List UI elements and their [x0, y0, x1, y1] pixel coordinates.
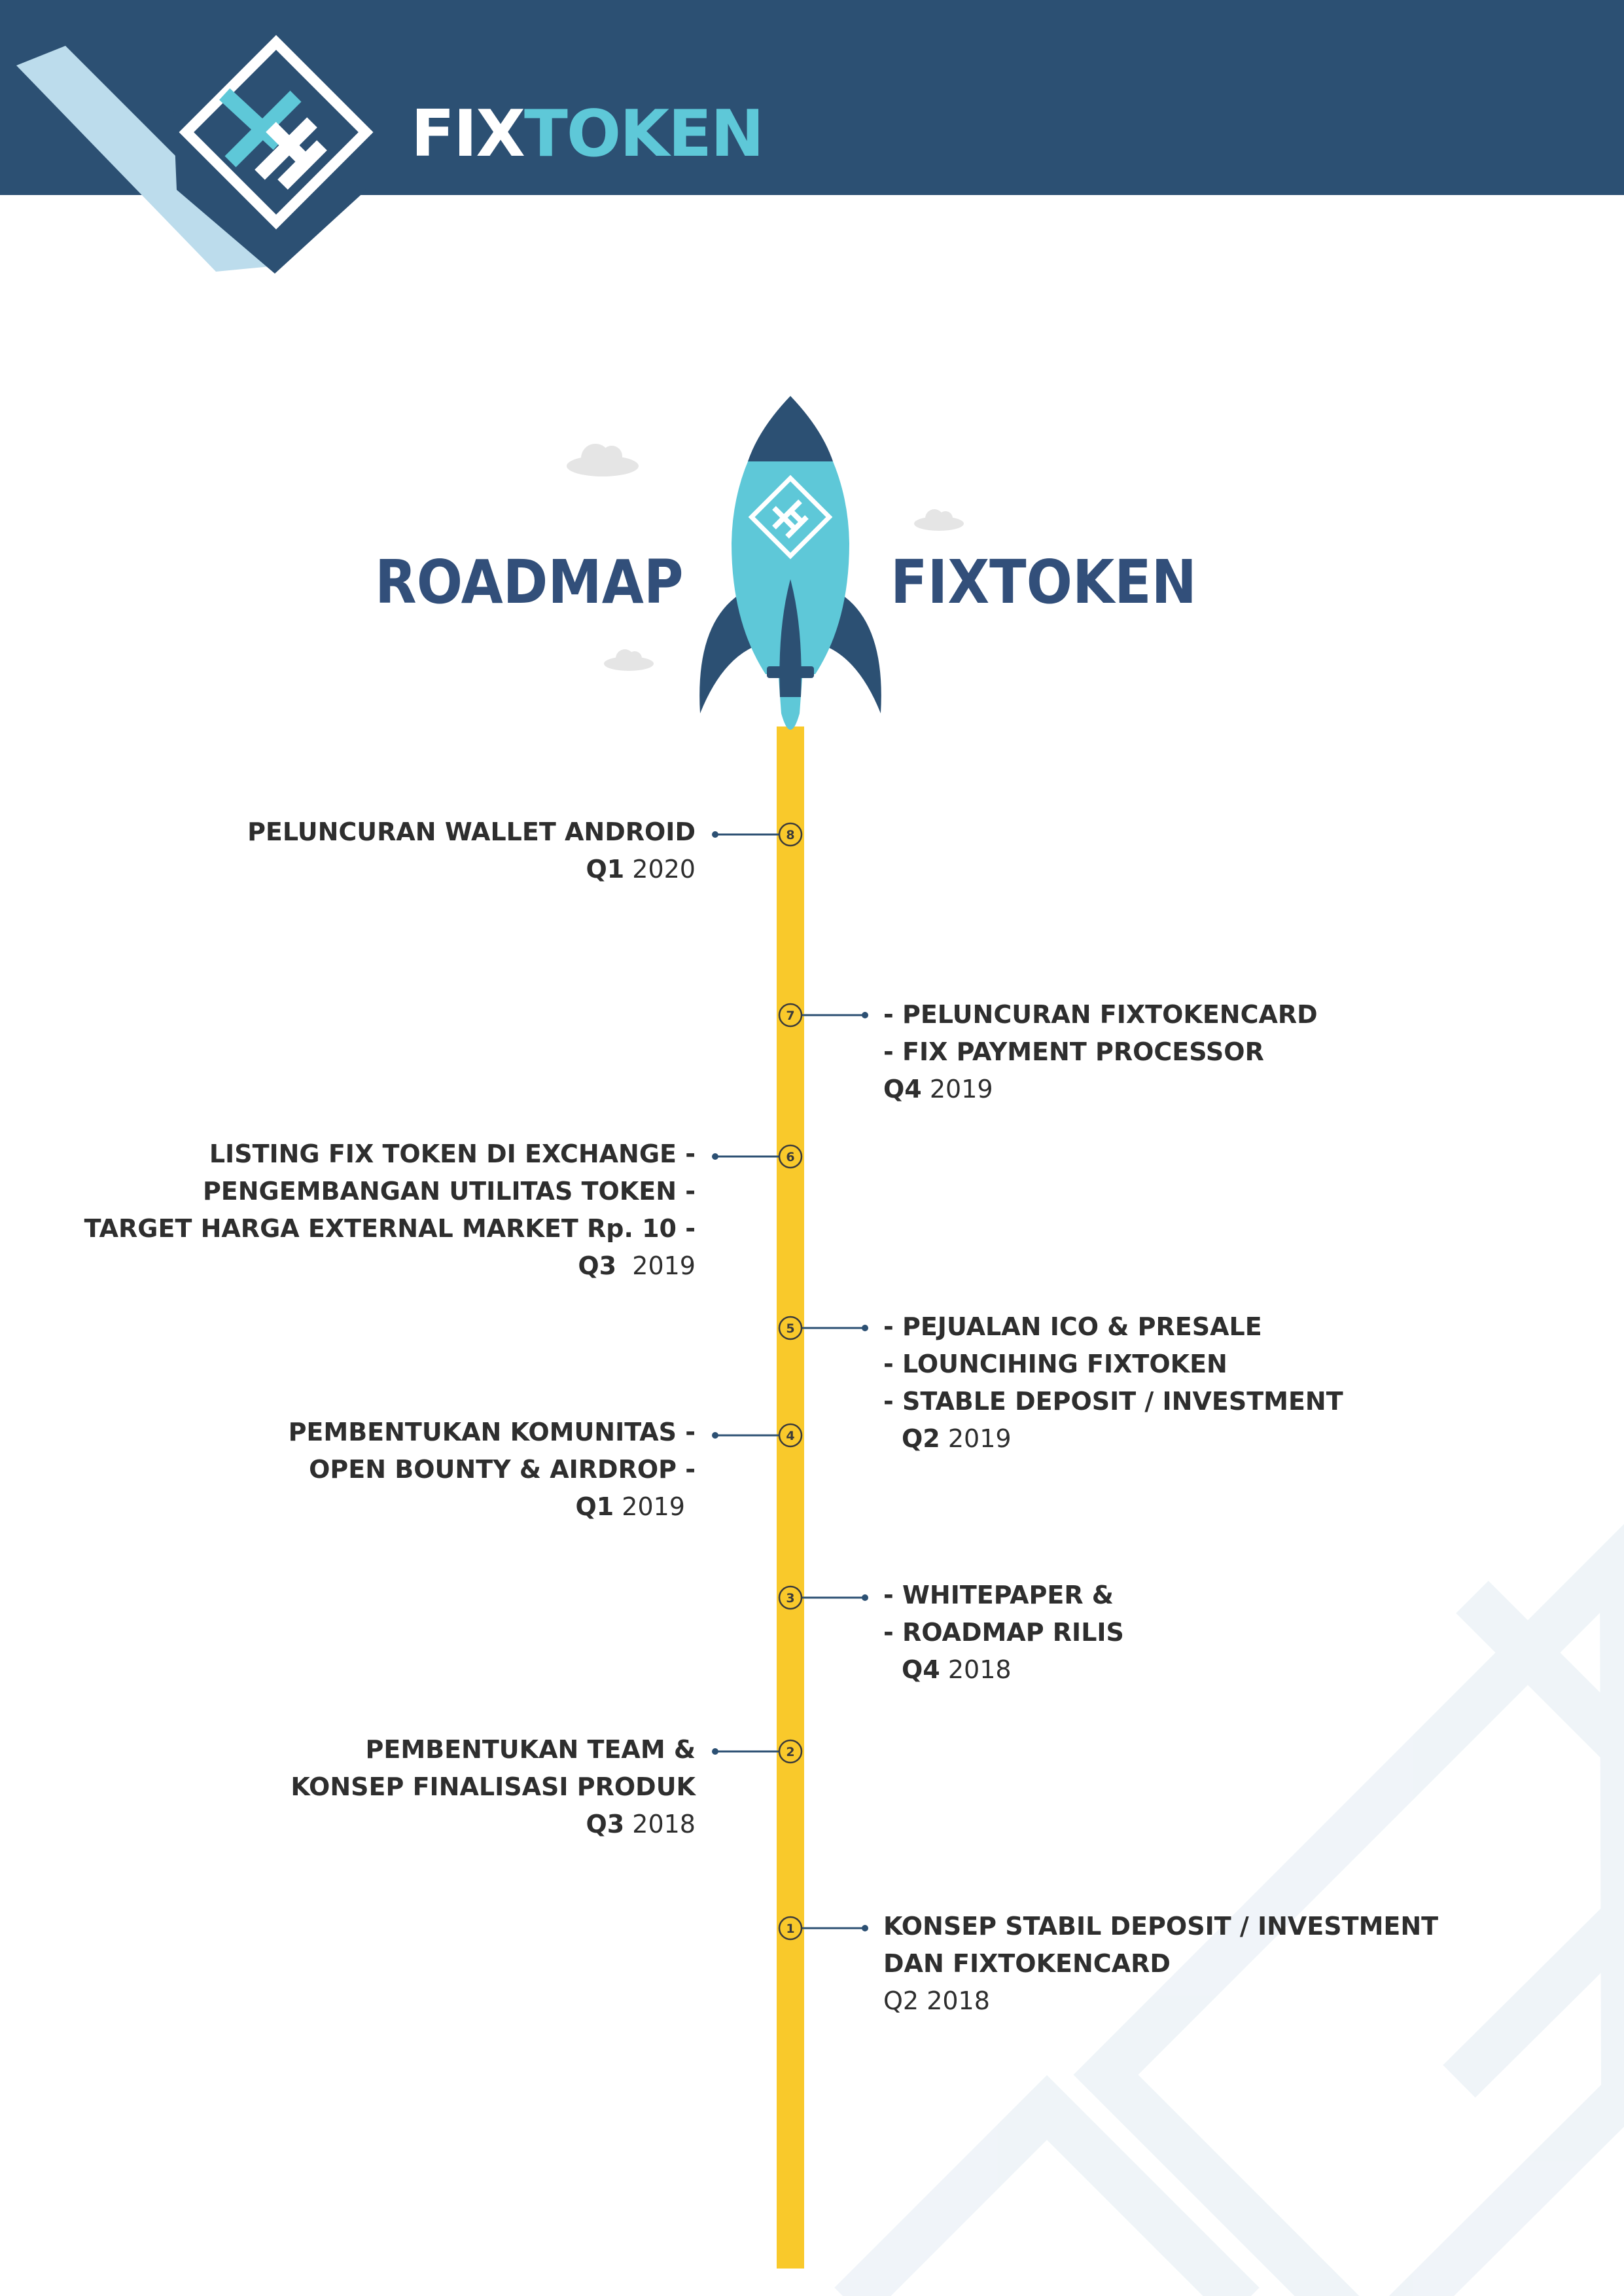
connector-dot: [862, 1325, 868, 1331]
item-quarter: Q2: [883, 1986, 919, 2015]
connector-dot: [712, 1153, 718, 1160]
step-circle: [778, 1585, 803, 1610]
item-year: 2019: [929, 1075, 993, 1103]
item-date: Q2 2019: [883, 1420, 1343, 1458]
timeline-bar: [777, 726, 804, 2269]
step-marker-4: 4: [712, 1423, 803, 1448]
step-number: 8: [786, 828, 794, 842]
roadmap-item-5: - PEJUALAN ICO & PRESALE - LOUNCIHING FI…: [883, 1308, 1343, 1458]
item-line: - PEJUALAN ICO & PRESALE: [883, 1312, 1262, 1341]
step-number: 2: [786, 1745, 794, 1759]
item-date: Q3 2019: [84, 1247, 696, 1285]
rocket-icon: [699, 396, 881, 730]
step-marker-1: 1: [778, 1916, 868, 1941]
item-year: 2019: [632, 1251, 696, 1280]
item-year: 2018: [927, 1986, 990, 2015]
item-quarter: Q4: [883, 1075, 922, 1103]
item-line: - STABLE DEPOSIT / INVESTMENT: [883, 1387, 1343, 1416]
step-circle: [778, 1739, 803, 1764]
roadmap-item-2: PEMBENTUKAN TEAM & KONSEP FINALISASI PRO…: [291, 1731, 696, 1843]
roadmap-item-6: LISTING FIX TOKEN DI EXCHANGE - PENGEMBA…: [84, 1136, 696, 1285]
item-line: TARGET HARGA EXTERNAL MARKET Rp. 10 -: [84, 1214, 696, 1243]
connector-dot: [862, 1594, 868, 1601]
item-quarter: Q3: [578, 1251, 617, 1280]
item-date: Q3 2018: [291, 1806, 696, 1843]
step-number: 7: [786, 1009, 794, 1023]
item-date: Q1 2019: [289, 1488, 696, 1526]
step-circle: [778, 1003, 803, 1028]
item-line: PELUNCURAN WALLET ANDROID: [247, 817, 696, 846]
step-circle: [778, 1423, 803, 1448]
item-date: Q4 2019: [883, 1071, 1318, 1108]
cloud-icon: [567, 444, 639, 476]
step-marker-3: 3: [778, 1585, 868, 1610]
step-number: 5: [786, 1321, 794, 1336]
roadmap-item-7: - PELUNCURAN FIXTOKENCARD - FIX PAYMENT …: [883, 996, 1318, 1108]
item-date: Q2 2018: [883, 1982, 1438, 2020]
item-year: 2018: [632, 1810, 696, 1839]
item-line: - PELUNCURAN FIXTOKENCARD: [883, 1000, 1318, 1029]
watermark-logo: [834, 1524, 1624, 2296]
step-circle: [778, 1316, 803, 1340]
connector-dot: [712, 1748, 718, 1755]
item-line: OPEN BOUNTY & AIRDROP -: [309, 1455, 696, 1484]
cloud-icon: [604, 649, 654, 671]
brand-part-token: TOKEN: [523, 97, 764, 171]
cloud-icon: [914, 509, 964, 531]
step-marker-6: 6: [712, 1144, 803, 1169]
item-line: KONSEP STABIL DEPOSIT / INVESTMENT: [883, 1912, 1439, 1941]
item-line: PENGEMBANGAN UTILITAS TOKEN -: [202, 1177, 696, 1206]
item-line: PEMBENTUKAN TEAM &: [365, 1735, 696, 1764]
item-line: - FIX PAYMENT PROCESSOR: [883, 1037, 1264, 1066]
roadmap-item-3: - WHITEPAPER & - ROADMAP RILIS Q4 2018: [883, 1577, 1124, 1689]
item-year: 2019: [947, 1424, 1012, 1453]
item-year: 2018: [947, 1655, 1012, 1684]
item-quarter: Q4: [902, 1655, 940, 1684]
brand-wordmark: FIXTOKEN: [411, 97, 764, 171]
item-quarter: Q2: [902, 1424, 940, 1453]
item-year: 2019: [622, 1492, 685, 1521]
connector-dot: [862, 1925, 868, 1931]
step-marker-8: 8: [712, 822, 803, 847]
connector-dot: [862, 1012, 868, 1018]
step-circle: [778, 1916, 803, 1941]
step-marker-7: 7: [778, 1003, 868, 1028]
item-line: - WHITEPAPER &: [883, 1581, 1114, 1609]
item-line: - ROADMAP RILIS: [883, 1618, 1124, 1647]
roadmap-item-8: PELUNCURAN WALLET ANDROID Q1 2020: [247, 814, 696, 888]
item-quarter: Q1: [586, 855, 625, 884]
item-date: Q1 2020: [247, 851, 696, 888]
item-line: DAN FIXTOKENCARD: [883, 1949, 1171, 1978]
item-line: - LOUNCIHING FIXTOKEN: [883, 1350, 1227, 1378]
step-circle: [778, 1144, 803, 1169]
item-date: Q4 2018: [883, 1651, 1124, 1689]
roadmap-item-1: KONSEP STABIL DEPOSIT / INVESTMENT DAN F…: [883, 1908, 1438, 2020]
step-marker-2: 2: [712, 1739, 803, 1764]
step-number: 4: [786, 1429, 794, 1443]
item-quarter: Q3: [586, 1810, 625, 1839]
roadmap-item-4: PEMBENTUKAN KOMUNITAS - OPEN BOUNTY & AI…: [289, 1414, 696, 1526]
item-line: KONSEP FINALISASI PRODUK: [291, 1772, 696, 1801]
step-number: 3: [786, 1591, 794, 1605]
fixtoken-title: FIXTOKEN: [891, 547, 1197, 617]
item-line: LISTING FIX TOKEN DI EXCHANGE -: [209, 1139, 696, 1168]
item-year: 2020: [632, 855, 696, 884]
brand-part-fix: FIX: [411, 97, 525, 171]
step-circle: [778, 822, 803, 847]
roadmap-title: ROADMAP: [375, 547, 684, 617]
item-quarter: Q1: [575, 1492, 614, 1521]
item-line: PEMBENTUKAN KOMUNITAS -: [288, 1418, 696, 1446]
connector-dot: [712, 831, 718, 838]
step-marker-5: 5: [778, 1316, 868, 1340]
step-number: 6: [786, 1150, 794, 1164]
roadmap-markers: 8 7 6 5 4 3 2 1: [712, 822, 868, 1941]
connector-dot: [712, 1432, 718, 1439]
step-number: 1: [786, 1922, 794, 1936]
